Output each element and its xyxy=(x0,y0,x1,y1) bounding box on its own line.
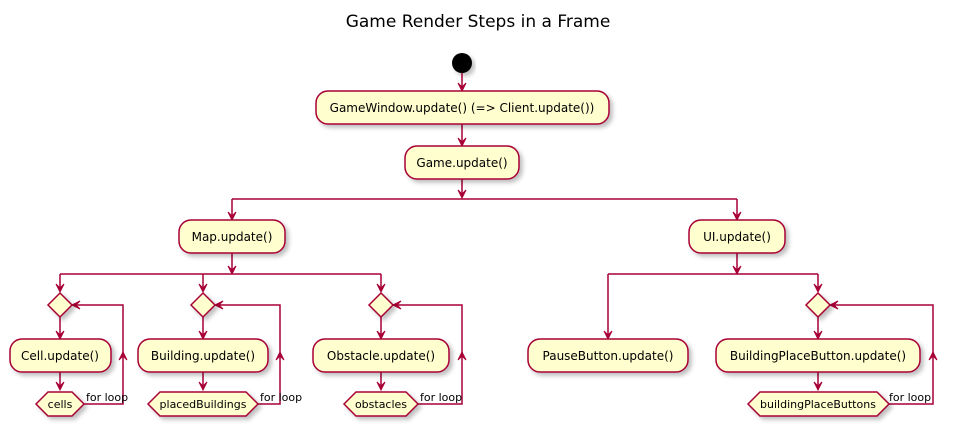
node-label: UI.update() xyxy=(703,230,771,244)
loop-condition-placed-buildings: placedBuildings xyxy=(146,391,260,417)
node-building-update: Building.update() xyxy=(137,338,269,373)
loop-diamond-cells xyxy=(46,291,74,319)
loop-condition-label: cells xyxy=(48,398,73,411)
loop-condition-label: obstacles xyxy=(355,398,407,411)
node-game-update: Game.update() xyxy=(404,145,520,180)
loop-condition-cells: cells xyxy=(34,391,86,417)
node-gamewindow-update: GameWindow.update() (=> Client.update()) xyxy=(315,90,610,125)
node-pausebutton-update: PauseButton.update() xyxy=(527,338,689,373)
node-map-update: Map.update() xyxy=(178,219,286,254)
node-label: Obstacle.update() xyxy=(327,349,435,363)
loop-diamond-placed-buildings xyxy=(189,291,217,319)
for-loop-label: for loop xyxy=(86,391,128,404)
node-label: Building.update() xyxy=(151,349,255,363)
for-loop-label: for loop xyxy=(260,391,302,404)
loop-diamond-building-place-buttons xyxy=(804,291,832,319)
node-ui-update: UI.update() xyxy=(688,219,786,254)
node-cell-update: Cell.update() xyxy=(9,338,112,373)
for-loop-label: for loop xyxy=(889,391,931,404)
node-obstacle-update: Obstacle.update() xyxy=(312,338,450,373)
loop-condition-obstacles: obstacles xyxy=(342,391,420,417)
node-label: Game.update() xyxy=(416,156,507,170)
node-label: Map.update() xyxy=(192,230,273,244)
start-node xyxy=(452,53,472,73)
edges xyxy=(55,73,938,405)
loop-condition-label: placedBuildings xyxy=(160,398,247,411)
node-label: GameWindow.update() (=> Client.update()) xyxy=(330,101,595,115)
loop-condition-label: buildingPlaceButtons xyxy=(760,398,876,411)
node-label: PauseButton.update() xyxy=(543,349,674,363)
node-buildingplacebutton-update: BuildingPlaceButton.update() xyxy=(715,338,921,373)
node-label: Cell.update() xyxy=(21,349,99,363)
node-label: BuildingPlaceButton.update() xyxy=(730,349,906,363)
for-loop-label: for loop xyxy=(420,391,462,404)
loop-diamond-obstacles xyxy=(367,291,395,319)
diagram-title: Game Render Steps in a Frame xyxy=(346,12,611,32)
loop-condition-building-place-buttons: buildingPlaceButtons xyxy=(746,391,891,417)
